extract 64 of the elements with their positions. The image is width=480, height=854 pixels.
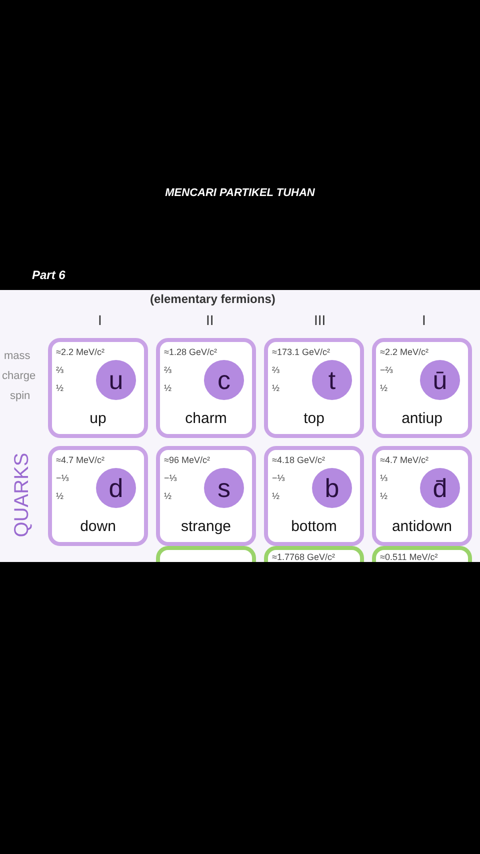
row-label: charge bbox=[2, 369, 36, 384]
charge-value: ⅓ bbox=[380, 472, 388, 485]
spin-value: ½ bbox=[380, 382, 388, 395]
particle-symbol: s bbox=[204, 468, 244, 508]
spin-value: ½ bbox=[380, 490, 388, 503]
row-label: mass bbox=[4, 349, 30, 364]
group-heading: (elementary fermions) bbox=[150, 291, 276, 308]
title: MENCARI PARTIKEL TUHAN bbox=[164, 186, 316, 201]
particle-card bbox=[372, 446, 472, 546]
particle-symbol: ū bbox=[420, 360, 460, 400]
charge-value: −⅓ bbox=[164, 472, 177, 485]
spin-value: ½ bbox=[164, 490, 172, 503]
particle-name: top bbox=[302, 409, 326, 429]
spin-value: ½ bbox=[272, 490, 280, 503]
mass-value: ≈1.28 GeV/c² bbox=[164, 346, 217, 359]
part-label: Part 6 bbox=[32, 267, 66, 284]
particle-name: charm bbox=[184, 409, 228, 429]
generation-numeral: II bbox=[206, 311, 214, 330]
particle-name: bottom bbox=[290, 517, 338, 537]
generation-numeral: I bbox=[98, 311, 102, 330]
particle-symbol: b bbox=[312, 468, 352, 508]
mass-value: ≈0.511 MeV/c² bbox=[380, 551, 438, 562]
category-label: QUARKS bbox=[10, 452, 34, 540]
particle-symbol: d bbox=[96, 468, 136, 508]
mass-value: ≈4.7 MeV/c² bbox=[380, 454, 428, 467]
particle-symbol: d̄ bbox=[420, 468, 460, 508]
particle-symbol: t bbox=[312, 360, 352, 400]
particle-name: down bbox=[79, 517, 117, 537]
particle-card bbox=[48, 338, 148, 438]
particle-symbol: u bbox=[96, 360, 136, 400]
charge-value: −⅔ bbox=[380, 364, 393, 377]
charge-value: −⅓ bbox=[272, 472, 285, 485]
particle-symbol: c bbox=[204, 360, 244, 400]
spin-value: ½ bbox=[56, 490, 64, 503]
charge-value: −⅓ bbox=[56, 472, 69, 485]
particle-card bbox=[372, 546, 472, 562]
particle-card bbox=[156, 446, 256, 546]
particle-name: up bbox=[88, 409, 108, 429]
particle-card bbox=[156, 338, 256, 438]
particle-card bbox=[372, 338, 472, 438]
mass-value: ≈4.7 MeV/c² bbox=[56, 454, 104, 467]
particle-name: antidown bbox=[390, 517, 454, 537]
particle-card bbox=[264, 546, 364, 562]
charge-value: ⅔ bbox=[272, 364, 280, 377]
mass-value: ≈1.7768 GeV/c² bbox=[272, 551, 335, 562]
mass-value: ≈96 MeV/c² bbox=[164, 454, 210, 467]
mass-value: ≈2.2 MeV/c² bbox=[380, 346, 428, 359]
charge-value: ⅔ bbox=[56, 364, 64, 377]
particle-name: strange bbox=[180, 517, 232, 537]
spin-value: ½ bbox=[272, 382, 280, 395]
particle-name: antiup bbox=[400, 409, 444, 429]
charge-value: ⅔ bbox=[164, 364, 172, 377]
generation-numeral: I bbox=[422, 311, 426, 330]
particle-card bbox=[156, 546, 256, 562]
mass-value: ≈4.18 GeV/c² bbox=[272, 454, 325, 467]
mass-value: ≈173.1 GeV/c² bbox=[272, 346, 330, 359]
spin-value: ½ bbox=[164, 382, 172, 395]
row-label: spin bbox=[10, 389, 30, 404]
particle-card bbox=[264, 338, 364, 438]
spin-value: ½ bbox=[56, 382, 64, 395]
particle-card bbox=[48, 446, 148, 546]
particle-card bbox=[264, 446, 364, 546]
mass-value: ≈2.2 MeV/c² bbox=[56, 346, 104, 359]
generation-numeral: III bbox=[314, 311, 326, 330]
